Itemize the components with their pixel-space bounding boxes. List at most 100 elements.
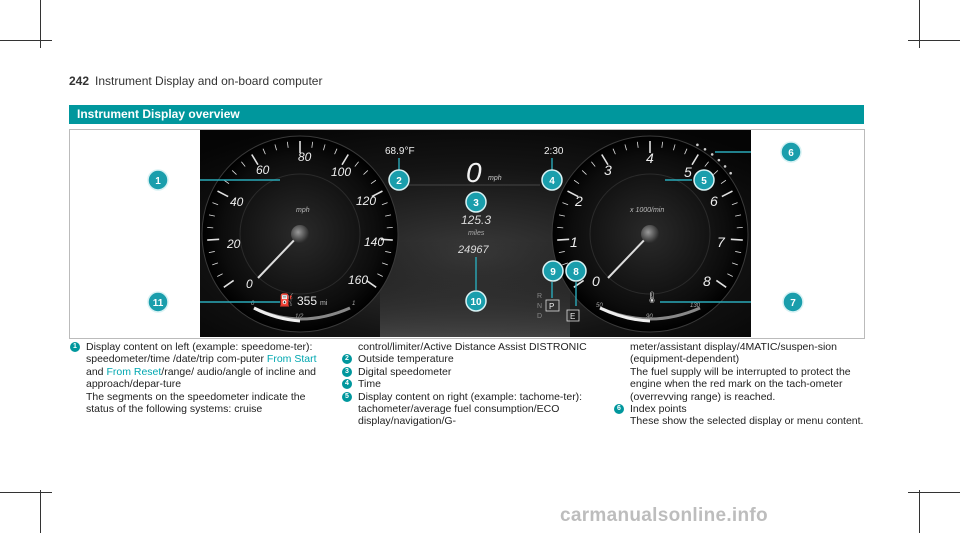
dial-tick (371, 190, 383, 198)
dial-tick (720, 179, 727, 185)
watermark: carmanualsonline.info (560, 505, 768, 526)
tacho-tick-1: 1 (570, 234, 578, 250)
fuel-half: 1/2 (295, 314, 304, 320)
legend-item-1-continued: control/limiter/Active Distance Assist D… (341, 341, 603, 353)
callout-9-bubble (542, 260, 564, 282)
legend-column-1: 1 Display content on left (example: spee… (69, 341, 331, 415)
speedo-tick-40: 40 (230, 195, 244, 209)
dial-tick (217, 273, 223, 277)
callout-1-bubble (147, 169, 169, 191)
dial-tick (251, 154, 259, 166)
link-from-start[interactable]: From Start (266, 353, 317, 366)
crop-mark (0, 40, 52, 41)
digital-speed: 0 (466, 157, 482, 188)
dial-tick (354, 161, 359, 167)
dial-tick (370, 179, 377, 185)
legend-bullet-6: 6 (614, 404, 624, 415)
speedometer-hub (291, 225, 309, 243)
dial-tick (731, 202, 738, 206)
dial-tick (557, 238, 570, 241)
index-points (696, 143, 732, 175)
dial-tick (241, 161, 246, 167)
legend-item-1-paragraph: The segments on the speedometer indicate… (86, 390, 306, 416)
outside-temperature: 68.9°F (385, 146, 415, 157)
callout-3: 3 (473, 198, 479, 209)
legend-item-4-text: Time (358, 378, 381, 391)
speedo-unit: mph (296, 207, 310, 214)
dial-tick (661, 141, 664, 148)
dial-tick (684, 148, 688, 155)
dial-tick (735, 214, 742, 217)
tacho-tick-7: 7 (717, 234, 726, 250)
dial-tick (212, 262, 219, 266)
callout-3-bubble (465, 191, 487, 213)
callout-8-bubble (565, 260, 587, 282)
legend-item-1-cont-text: control/limiter/Active Distance Assist D… (358, 341, 587, 353)
tacho-tick-0: 0 (592, 273, 600, 289)
dial-tick (363, 170, 369, 175)
dial-tick (311, 141, 314, 148)
dial-tick (217, 190, 229, 198)
dial-tick (562, 262, 569, 266)
trip-value: 125.3 (461, 213, 491, 227)
tacho-tick-2: 2 (574, 193, 583, 209)
dial-tick (208, 214, 215, 217)
link-from-reset[interactable]: From Reset (106, 365, 162, 378)
dial-tick (262, 148, 266, 155)
fuel-one: 1 (352, 301, 355, 307)
legend-item-2-text: Outside temperature (358, 353, 454, 366)
crop-mark (908, 40, 960, 41)
dial-tick (286, 141, 289, 148)
callout-11-bubble (147, 291, 169, 313)
legend-bullet-4: 4 (342, 379, 352, 390)
section-title: Instrument Display overview (77, 107, 240, 121)
callout-10-bubble (465, 290, 487, 312)
callout-9: 9 (550, 267, 556, 278)
callout-5: 5 (701, 176, 707, 187)
dial-tick (231, 170, 237, 175)
legend-item-5-text: Display content on right (example: tacho… (358, 390, 583, 428)
dial-tick (691, 154, 699, 166)
coolant-gauge-level (599, 306, 651, 323)
section-title-bar: Instrument Display overview (69, 105, 864, 124)
dial-tick (727, 273, 733, 277)
callout-5-bubble (693, 169, 715, 191)
callout-4: 4 (549, 176, 555, 187)
fuel-pump-icon: ⛽ (279, 293, 294, 307)
header-title: Instrument Display and on-board computer (95, 74, 323, 88)
dial-tick (721, 190, 733, 198)
dial-tick (612, 148, 616, 155)
tachometer-ticks (557, 141, 743, 288)
dial-tick (731, 262, 738, 266)
tachometer-hub (641, 225, 659, 243)
tacho-tick-4: 4 (646, 150, 654, 166)
legend-item-6-paragraph: These show the selected display or menu … (630, 415, 864, 428)
gear-d: D (537, 313, 542, 320)
callout-lines (200, 151, 751, 306)
index-point (710, 153, 714, 156)
fuel-gauge-level (253, 306, 301, 323)
dial-tick (365, 279, 377, 288)
dial-tick (323, 144, 326, 151)
speedo-tick-140: 140 (364, 235, 384, 249)
index-point (703, 147, 707, 151)
legend-item-1: 1 Display content on left (example: spee… (69, 341, 331, 415)
callout-2: 2 (396, 176, 402, 187)
dial-tick (730, 238, 743, 241)
center-glow (380, 240, 570, 337)
index-point (717, 158, 721, 162)
callout-6: 6 (788, 148, 794, 159)
speedo-tick-160: 160 (348, 273, 368, 287)
callout-8: 8 (573, 267, 579, 278)
dial-tick (341, 154, 349, 166)
dial-tick (636, 141, 639, 148)
legend-and: and (86, 365, 104, 378)
crop-mark (40, 0, 41, 48)
dial-tick (385, 214, 392, 217)
tacho-tick-3: 3 (604, 162, 612, 178)
index-point (696, 143, 699, 147)
crop-mark (40, 490, 41, 533)
tacho-unit: x 1000/min (629, 207, 664, 214)
legend-item-1-text-a: Display content on left (example: speedo… (86, 341, 313, 366)
dial-tick (624, 144, 627, 151)
